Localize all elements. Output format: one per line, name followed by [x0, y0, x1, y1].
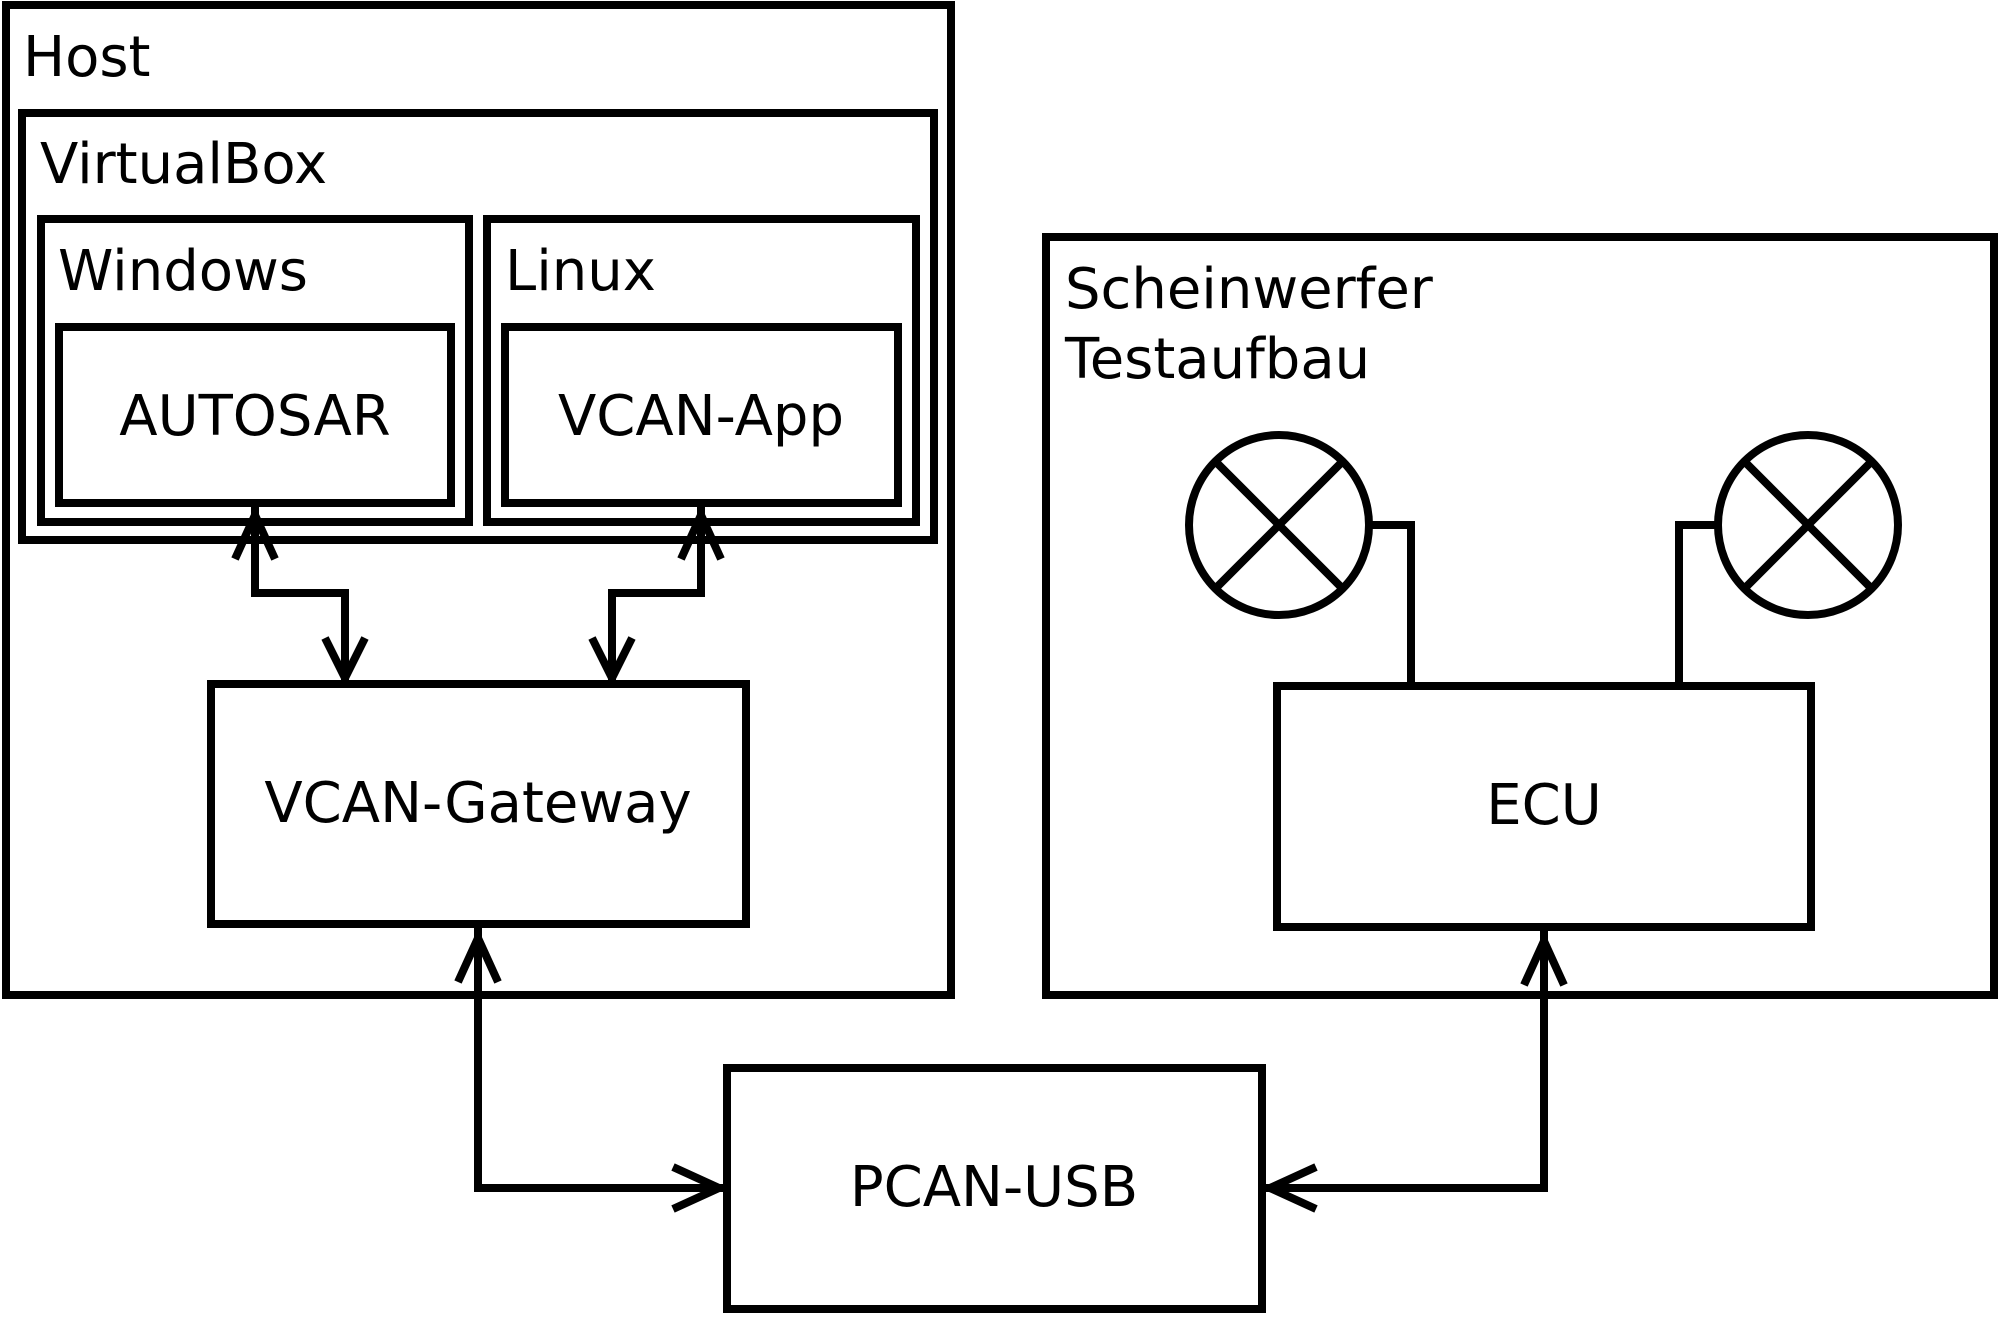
autosar-box: [55, 323, 455, 507]
virtualbox-label: VirtualBox: [40, 132, 327, 197]
ecu-label: ECU: [1486, 773, 1601, 838]
gateway-pcan-connector: [454, 924, 729, 1213]
pcan-usb-box: [723, 1064, 1266, 1313]
lamp-left-wire: [1369, 521, 1415, 686]
vcanapp-gateway-connector: [588, 503, 725, 687]
host-label: Host: [23, 25, 151, 90]
linux-label: Linux: [505, 239, 656, 304]
vcan-app-label: VCAN-App: [558, 384, 844, 449]
pcan-usb-label: PCAN-USB: [850, 1155, 1138, 1220]
windows-label: Windows: [58, 239, 308, 304]
ecu-pcan-connector: [1260, 927, 1568, 1213]
testbed-label-line2: Testaufbau: [1064, 327, 1370, 392]
lamp-right-wire: [1675, 521, 1718, 686]
vcan-gateway-label: VCAN-Gateway: [264, 771, 691, 836]
autosar-label: AUTOSAR: [119, 384, 390, 449]
autosar-gateway-connector: [231, 503, 369, 687]
vcan-app-box: [501, 323, 902, 507]
testbed-label-line1: Scheinwerfer: [1065, 257, 1434, 322]
